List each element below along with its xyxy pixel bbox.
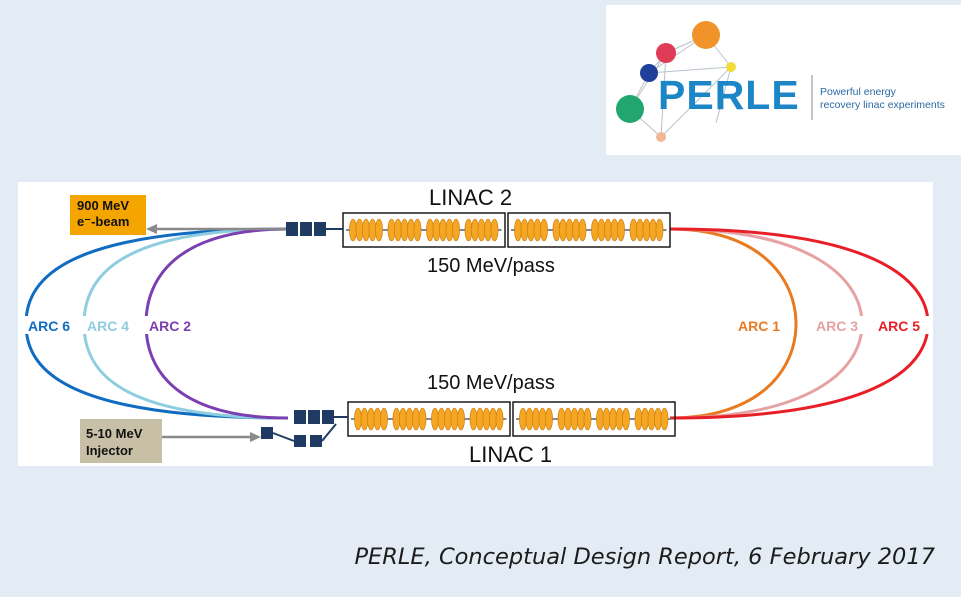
injector-arrowhead (250, 432, 261, 442)
perle-logo-card: PERLE Powerful energy recovery linac exp… (606, 5, 961, 155)
arc-5-label: ARC 5 (878, 318, 920, 334)
logo-tagline-line2: recovery linac experiments (820, 99, 945, 111)
arc-2-label: ARC 2 (149, 318, 191, 334)
arc-1-path (669, 227, 798, 420)
linac-1-module-right (512, 401, 676, 437)
srf-cavity (466, 407, 507, 431)
srf-cavity (389, 407, 430, 431)
linac-1-cryomodules (347, 401, 676, 437)
magnet-bottom-2 (308, 410, 320, 424)
arc-4-label: ARC 4 (87, 318, 129, 334)
srf-cavity (554, 407, 595, 431)
srf-cavity (384, 218, 425, 242)
injector-magnet-3 (310, 435, 322, 447)
caption: PERLE, Conceptual Design Report, 6 Febru… (354, 544, 935, 570)
magnet-bottom-3 (322, 410, 334, 424)
output-beam-label-2: e⁻-beam (77, 214, 129, 229)
logo-green-dot (616, 95, 644, 123)
magnet-top-3 (314, 222, 326, 236)
logo-wordmark: PERLE (658, 72, 800, 118)
srf-cavity (631, 407, 672, 431)
injector-box (80, 419, 162, 463)
beamline-magnets (261, 222, 334, 447)
output-beam-box (70, 195, 146, 235)
srf-cavity (428, 407, 468, 431)
linac-2-cryomodules (342, 212, 671, 248)
injector-label-2: Injector (86, 443, 133, 458)
srf-cavity (423, 218, 463, 242)
logo-blue-dot (640, 64, 658, 82)
magnet-bottom-1 (294, 410, 306, 424)
perle-logo: PERLE Powerful energy recovery linac exp… (616, 21, 945, 142)
linac-1-energy: 150 MeV/pass (427, 372, 555, 394)
linac-2-module-right (507, 212, 671, 248)
arc-6-label: ARC 6 (28, 318, 70, 334)
srf-cavity (593, 407, 633, 431)
srf-cavity (516, 407, 556, 431)
arc-3-label: ARC 3 (816, 318, 858, 334)
srf-cavity (351, 407, 391, 431)
srf-cavity (461, 218, 502, 242)
output-beam-arrowhead (146, 224, 157, 234)
srf-cavity (346, 218, 386, 242)
logo-red-dot (656, 43, 676, 63)
injector-magnet-2 (294, 435, 306, 447)
srf-cavity (511, 218, 551, 242)
injector-magnet-1 (261, 427, 273, 439)
magnet-top-1 (286, 222, 298, 236)
linac-1-module-left (347, 401, 511, 437)
logo-tagline-line1: Powerful energy (820, 86, 897, 98)
linac-1-label: LINAC 1 (469, 442, 552, 466)
logo-orange-dot (692, 21, 720, 49)
srf-cavity (549, 218, 590, 242)
erl-layout-diagram: ARC 6 ARC 4 ARC 2 ARC 1 ARC 3 ARC 5 LINA… (16, 182, 933, 467)
output-beam-label-1: 900 MeV (77, 198, 129, 213)
logo-peach-dot (656, 132, 666, 142)
srf-cavity (626, 218, 667, 242)
magnet-top-2 (300, 222, 312, 236)
linac-2-energy: 150 MeV/pass (427, 255, 555, 277)
linac-2-label: LINAC 2 (429, 185, 512, 210)
injector-label-1: 5-10 MeV (86, 426, 143, 441)
srf-cavity (588, 218, 628, 242)
erl-layout-svg: ARC 6 ARC 4 ARC 2 ARC 1 ARC 3 ARC 5 LINA… (16, 185, 933, 467)
logo-yellow-dot (726, 62, 736, 72)
arc-1-label: ARC 1 (738, 318, 780, 334)
